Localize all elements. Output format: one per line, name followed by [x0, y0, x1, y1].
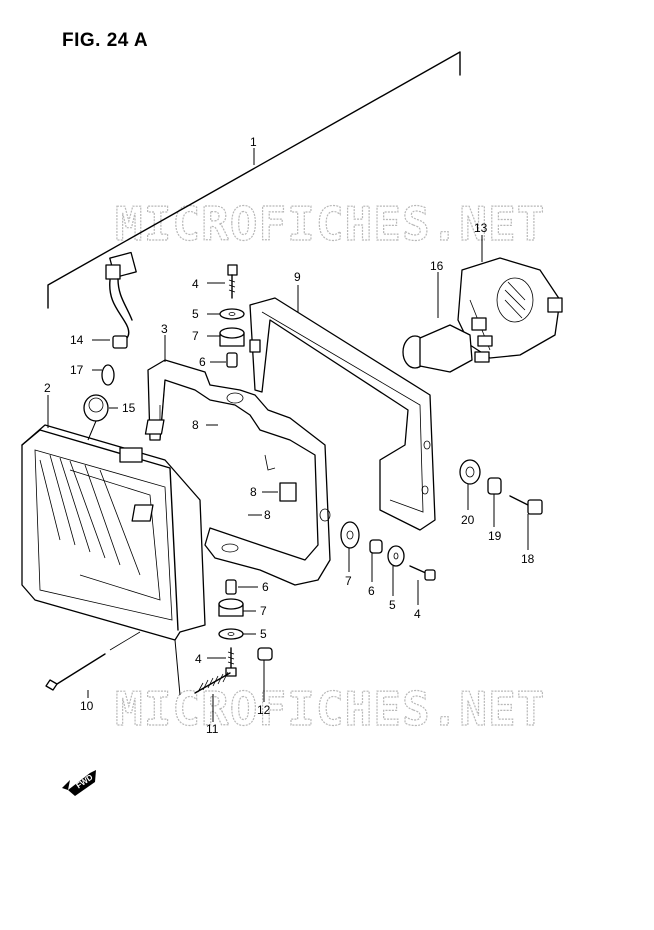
callout-6-bottom: 6 [262, 580, 269, 594]
position-lamp-wiring [101, 251, 137, 386]
callout-11: 11 [206, 722, 219, 736]
callout-7-bottom: 7 [260, 604, 267, 618]
callout-10: 10 [80, 699, 94, 713]
figure-title: FIG. 24 A [62, 30, 149, 51]
callout-4-bottom: 4 [195, 652, 202, 666]
fwd-arrow-icon: FWD [62, 770, 96, 796]
headlight-housing [21, 424, 206, 696]
watermark-bottom: MICROFICHES.NET [115, 682, 545, 736]
callout-5-bottom: 5 [260, 627, 267, 641]
callout-6-top: 6 [199, 355, 206, 369]
callout-8-c: 8 [264, 508, 271, 522]
callout-9: 9 [294, 270, 301, 284]
callout-20: 20 [461, 513, 475, 527]
callout-15: 15 [122, 401, 136, 415]
callout-7-top: 7 [192, 329, 199, 343]
callout-3: 3 [161, 322, 168, 336]
leader-lines [47, 148, 529, 722]
lower-mount-stack [45, 579, 273, 694]
callout-5-side: 5 [389, 598, 396, 612]
callout-16: 16 [430, 259, 444, 273]
callout-4-side: 4 [414, 607, 421, 621]
socket-cover [457, 257, 563, 359]
callout-5-top: 5 [192, 307, 199, 321]
headlight-bulb [402, 272, 493, 373]
callout-17: 17 [70, 363, 84, 377]
callout-8-a: 8 [192, 418, 199, 432]
grommet [83, 394, 109, 441]
upper-mount-stack [219, 264, 261, 368]
callout-8-b: 8 [250, 485, 257, 499]
callout-12: 12 [257, 703, 271, 717]
callout-labels: 1 2 3 4 5 7 6 8 8 8 9 13 16 14 17 15 20 … [44, 135, 535, 736]
callout-14: 14 [70, 333, 84, 347]
watermark-top: MICROFICHES.NET [115, 197, 545, 251]
assembly-bracket [47, 51, 461, 309]
callout-6-side: 6 [368, 584, 375, 598]
callout-13: 13 [474, 221, 488, 235]
clip-nuts [131, 419, 297, 522]
side-mount-stack [340, 459, 543, 581]
callout-19: 19 [488, 529, 502, 543]
callout-2: 2 [44, 381, 51, 395]
headlight-rim [249, 297, 436, 531]
callout-4-top: 4 [192, 277, 199, 291]
callout-18: 18 [521, 552, 535, 566]
callout-7-side: 7 [345, 574, 352, 588]
callout-1: 1 [250, 135, 257, 149]
